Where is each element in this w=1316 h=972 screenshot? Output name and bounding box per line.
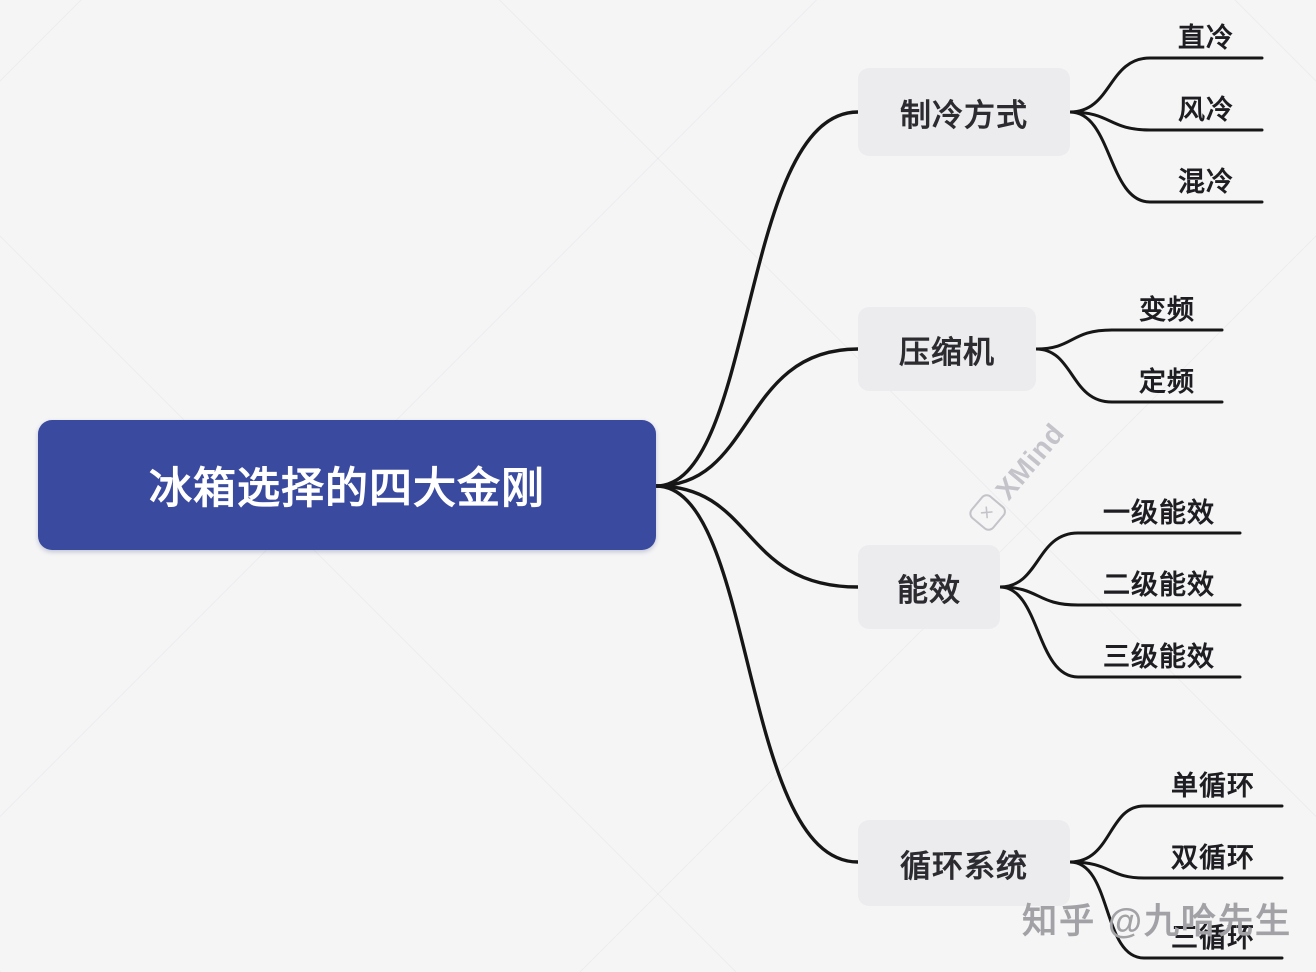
edge-root-branch-2 — [654, 484, 860, 589]
edge-branch2-leaf0 — [998, 531, 1242, 589]
edge-root-branch-0 — [654, 110, 860, 488]
edge-branch0-leaf0 — [1068, 56, 1264, 114]
branch-topic-cooling-method: 制冷方式 — [858, 68, 1070, 156]
leaf-topic-direct-cooling: 直冷 — [1178, 23, 1234, 53]
edge-root-branch-3 — [654, 484, 860, 864]
edge-branch1-leaf0 — [1034, 328, 1224, 351]
branch-topic-compressor: 压缩机 — [858, 307, 1036, 391]
edge-root-branch-1 — [654, 347, 860, 488]
edge-branch2-leaf1 — [998, 585, 1242, 607]
leaf-topic-fixed-frequency: 定频 — [1139, 367, 1195, 397]
branch-topic-label: 压缩机 — [899, 334, 995, 370]
branch-topic-label: 循环系统 — [900, 848, 1028, 884]
edge-branch0-leaf1 — [1068, 110, 1264, 132]
edge-branch3-leaf2 — [1068, 860, 1284, 960]
root-topic-label: 冰箱选择的四大金刚 — [149, 465, 545, 513]
leaf-topic-energy-level-1: 一级能效 — [1103, 498, 1215, 528]
branch-topic-label: 能效 — [897, 572, 961, 608]
edge-branch2-leaf2 — [998, 585, 1242, 679]
branch-topic-label: 制冷方式 — [900, 97, 1028, 133]
edge-branch1-leaf1 — [1034, 347, 1224, 404]
leaf-topic-air-cooling: 风冷 — [1178, 95, 1234, 125]
branch-topic-energy-efficiency: 能效 — [858, 545, 1000, 629]
leaf-topic-single-cycle: 单循环 — [1171, 771, 1255, 801]
leaf-topic-triple-cycle: 三循环 — [1171, 923, 1255, 953]
leaf-topic-hybrid-cooling: 混冷 — [1178, 167, 1234, 197]
leaf-topic-energy-level-2: 二级能效 — [1103, 570, 1215, 600]
root-topic: 冰箱选择的四大金刚 — [38, 420, 656, 550]
leaf-topic-inverter: 变频 — [1139, 295, 1195, 325]
leaf-topic-energy-level-3: 三级能效 — [1103, 642, 1215, 672]
edge-branch0-leaf2 — [1068, 110, 1264, 204]
edge-branch3-leaf1 — [1068, 860, 1284, 880]
leaf-topic-double-cycle: 双循环 — [1171, 843, 1255, 873]
branch-topic-circulation-system: 循环系统 — [858, 820, 1070, 906]
edge-branch3-leaf0 — [1068, 804, 1284, 864]
